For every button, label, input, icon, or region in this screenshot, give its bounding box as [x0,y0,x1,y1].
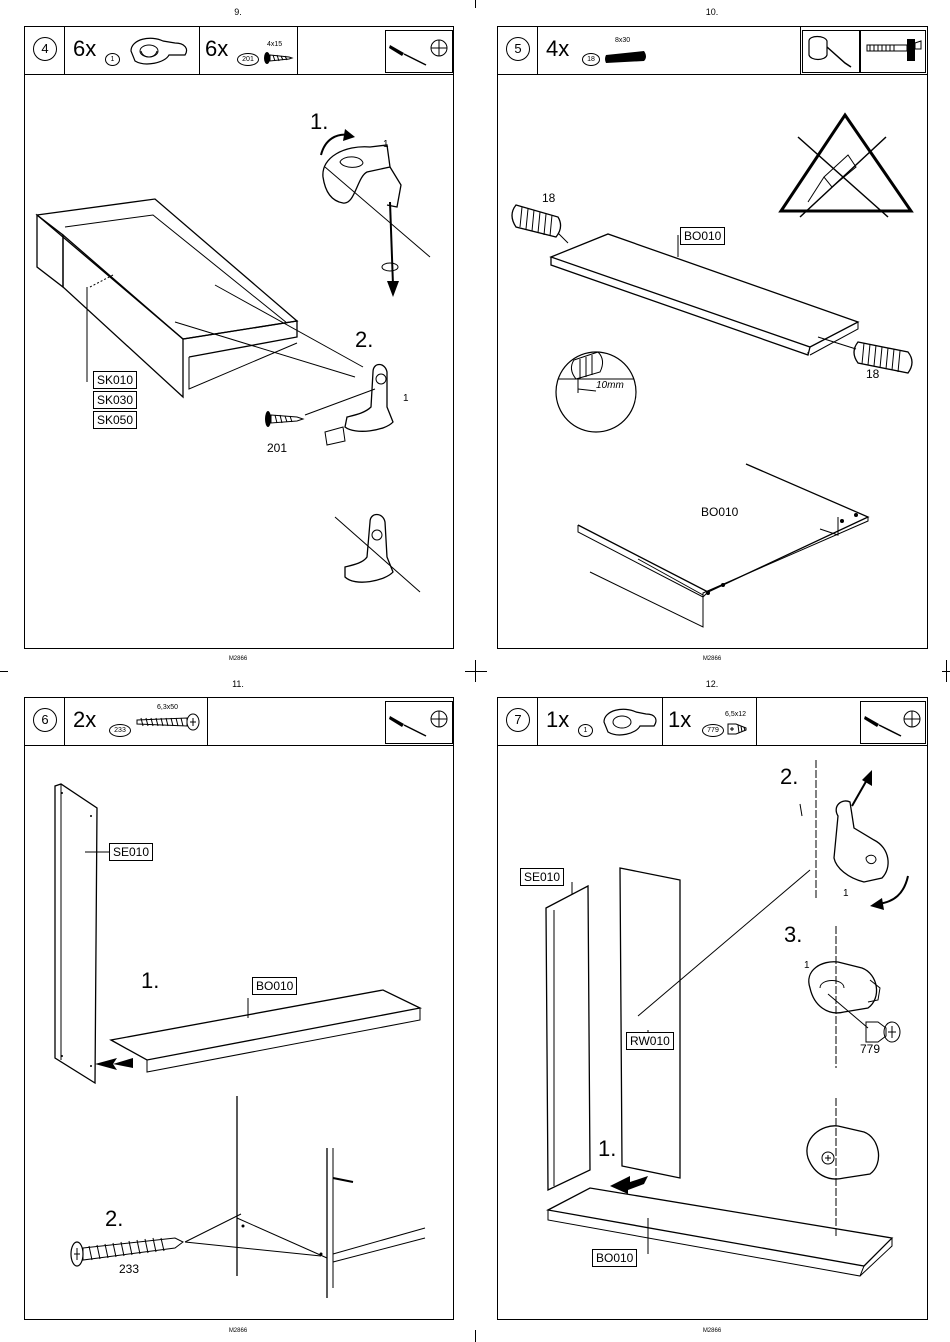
drawer-assembly-drawing [25,27,453,648]
part-ref-779: 779 [860,1042,880,1056]
page-number: 12. [692,679,732,689]
shelf-dowel-drawing [498,27,927,648]
back-panel-assembly-drawing [498,698,927,1319]
callout-step-1: 1. [598,1136,616,1162]
part-label-bo010: BO010 [252,977,297,995]
part-label-bo010: BO010 [680,227,725,245]
page-number: 9. [218,7,258,17]
callout-step-2: 2. [355,327,373,353]
part-label-sk030: SK030 [93,391,137,409]
part-label-se010: SE010 [520,868,564,886]
crop-mark [946,660,947,682]
callout-step-3: 3. [784,922,802,948]
part-ref-233: 233 [119,1262,139,1276]
crop-mark [0,671,8,672]
part-ref-1: 1 [804,960,810,971]
doc-code: M2866 [692,1328,732,1334]
part-ref-1: 1 [403,393,409,404]
part-ref-18: 18 [866,367,879,381]
page-number: 11. [218,679,258,689]
page-number: 10. [692,7,732,17]
doc-code: M2866 [218,1328,258,1334]
part-label-rw010: RW010 [626,1032,674,1050]
doc-code: M2866 [692,656,732,662]
dowel-depth: 10mm [596,380,624,391]
step-4-panel: 4 6x 1 6x 201 4x15 [24,26,454,649]
side-panel-assembly-drawing [25,698,453,1319]
part-ref-1: 1 [843,888,849,899]
step-7-panel: 7 1x 1 1x 779 6,5x12 [497,697,928,1320]
part-label-sk010: SK010 [93,371,137,389]
callout-step-2: 2. [780,764,798,790]
crop-mark [475,1330,476,1342]
callout-step-1: 1. [310,109,328,135]
callout-step-1: 1. [141,968,159,994]
crop-mark [465,671,487,672]
crop-mark [475,0,476,8]
part-ref-1: 1 [383,139,389,150]
step-6-panel: 6 2x 233 6,3x50 [24,697,454,1320]
part-label-sk050: SK050 [93,411,137,429]
part-ref-18: 18 [542,191,555,205]
callout-step-2: 2. [105,1206,123,1232]
doc-code: M2866 [218,656,258,662]
part-ref-201: 201 [267,441,287,455]
crop-mark [475,660,476,682]
part-label-se010: SE010 [109,843,153,861]
part-label-bo010: BO010 [592,1249,637,1267]
step-5-panel: 5 4x 18 8x30 [497,26,928,649]
part-label-bo010-plain: BO010 [701,505,738,519]
